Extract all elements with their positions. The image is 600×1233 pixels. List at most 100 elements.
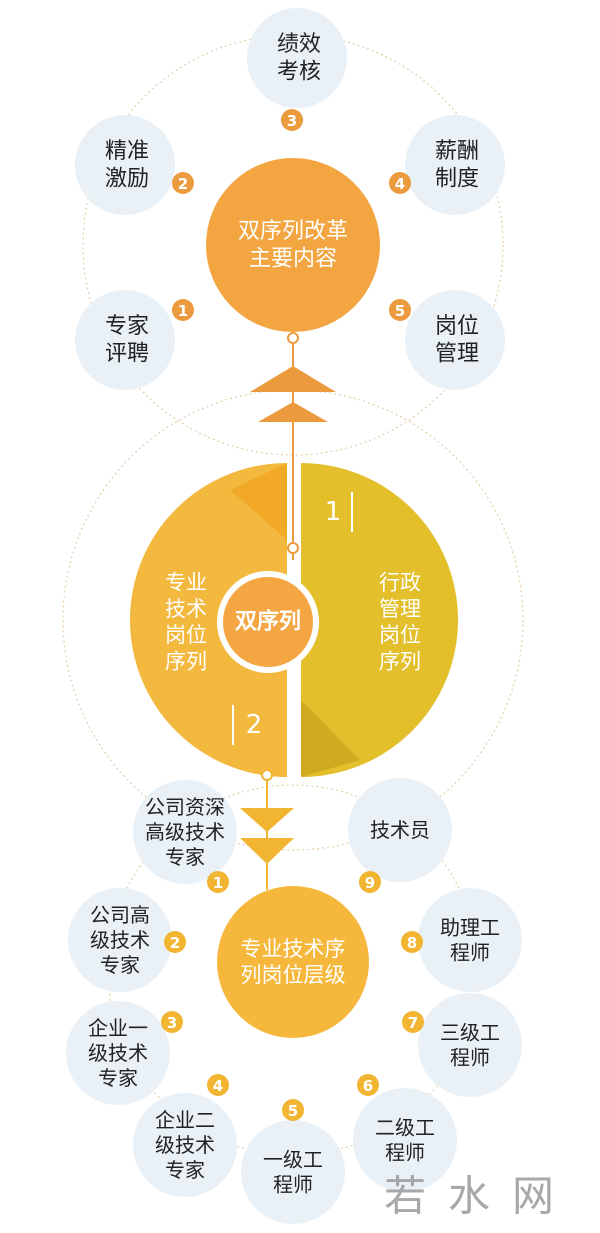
left-half-shade bbox=[230, 463, 287, 540]
reform-center-label: 主要内容 bbox=[249, 246, 337, 271]
number-badge-label: 8 bbox=[407, 934, 417, 952]
level-item-bubble bbox=[418, 888, 522, 992]
arrow-up-icon bbox=[258, 402, 328, 422]
professional-sequence-label: 序列 bbox=[165, 649, 207, 673]
connector-dot bbox=[287, 332, 299, 344]
levels-center-label: 专业技术序 bbox=[241, 937, 346, 961]
professional-sequence-label: 专业 bbox=[165, 571, 207, 595]
professional-sequence-label: 技术 bbox=[165, 597, 207, 621]
number-badge bbox=[172, 299, 194, 321]
professional-sequence-label: 岗位 bbox=[165, 623, 207, 647]
number-badge bbox=[207, 871, 229, 893]
dotted-ring bbox=[62, 389, 524, 851]
reform-item-label: 岗位 bbox=[435, 314, 479, 339]
level-item-bubble bbox=[68, 888, 172, 992]
reform-item-bubble bbox=[75, 115, 175, 215]
number-badge bbox=[357, 1074, 379, 1096]
level-item-bubble bbox=[133, 780, 237, 884]
number-badge bbox=[172, 172, 194, 194]
administrative-sequence-label: 管理 bbox=[379, 597, 421, 621]
number-badge bbox=[402, 1011, 424, 1033]
level-item-label: 技术员 bbox=[370, 818, 430, 842]
dual-center-label: 双序列 bbox=[235, 609, 301, 635]
reform-item-bubble bbox=[247, 8, 347, 108]
number-badge bbox=[282, 1099, 304, 1121]
reform-item-label: 专家 bbox=[105, 314, 149, 339]
level-item-bubble bbox=[353, 1088, 457, 1192]
number-badge bbox=[207, 1074, 229, 1096]
arrow-down-icon bbox=[240, 838, 294, 864]
level-item-bubble bbox=[348, 778, 452, 882]
level-item-bubble bbox=[133, 1093, 237, 1197]
number-badge-label: 3 bbox=[167, 1014, 177, 1032]
number-badge-label: 5 bbox=[395, 302, 405, 320]
number-badge-label: 5 bbox=[288, 1102, 298, 1120]
number-badge-label: 4 bbox=[213, 1077, 223, 1095]
level-item-label: 助理工 bbox=[440, 916, 500, 940]
reform-center-label: 双序列改革 bbox=[238, 219, 348, 244]
level-item-label: 企业一 bbox=[88, 1016, 148, 1040]
reform-center-circle bbox=[206, 158, 380, 332]
number-badge-label: 3 bbox=[287, 112, 297, 130]
connector-dot bbox=[261, 769, 273, 781]
reform-item-bubble bbox=[405, 290, 505, 390]
level-item-label: 专家 bbox=[165, 845, 205, 869]
administrative-number: 1 bbox=[325, 497, 342, 527]
level-item-label: 专家 bbox=[165, 1158, 205, 1182]
number-badge-label: 2 bbox=[170, 934, 180, 952]
level-item-label: 程师 bbox=[450, 1046, 490, 1070]
level-item-bubble bbox=[241, 1120, 345, 1224]
number-badge bbox=[161, 1011, 183, 1033]
administrative-sequence-label: 岗位 bbox=[379, 623, 421, 647]
number-badge-label: 1 bbox=[178, 302, 188, 320]
number-badge-label: 9 bbox=[365, 874, 375, 892]
number-badge bbox=[281, 109, 303, 131]
connector-dot bbox=[287, 542, 299, 554]
professional-number: 2 bbox=[246, 710, 263, 740]
reform-item-label: 薪酬 bbox=[435, 139, 479, 164]
levels-center-circle bbox=[217, 886, 369, 1038]
number-badge-label: 7 bbox=[408, 1014, 418, 1032]
arrow-down-icon bbox=[240, 808, 294, 832]
level-item-label: 级技术 bbox=[155, 1133, 215, 1157]
level-item-label: 企业二 bbox=[155, 1108, 215, 1132]
level-item-label: 一级工 bbox=[263, 1148, 323, 1172]
level-item-label: 程师 bbox=[273, 1173, 313, 1197]
number-badge bbox=[164, 931, 186, 953]
reform-item-bubble bbox=[75, 290, 175, 390]
number-badge-label: 1 bbox=[213, 874, 223, 892]
level-item-label: 公司高 bbox=[90, 903, 150, 927]
level-item-label: 三级工 bbox=[440, 1021, 500, 1045]
reform-item-label: 绩效 bbox=[277, 32, 321, 57]
watermark-logo: 若水网 bbox=[384, 1172, 576, 1221]
level-item-label: 程师 bbox=[385, 1141, 425, 1165]
level-item-label: 公司资深 bbox=[145, 795, 225, 819]
number-badge bbox=[401, 931, 423, 953]
level-item-bubble bbox=[418, 993, 522, 1097]
reform-item-bubble bbox=[405, 115, 505, 215]
level-item-label: 程师 bbox=[450, 941, 490, 965]
number-badge-label: 4 bbox=[395, 175, 405, 193]
number-badge bbox=[389, 299, 411, 321]
number-badge-label: 6 bbox=[363, 1077, 373, 1095]
right-half-administrative bbox=[301, 463, 458, 777]
level-item-label: 专家 bbox=[100, 953, 140, 977]
reform-item-label: 精准 bbox=[105, 139, 149, 164]
number-badge-label: 2 bbox=[178, 175, 188, 193]
arrow-up-icon bbox=[250, 366, 336, 392]
level-item-label: 级技术 bbox=[90, 928, 150, 952]
administrative-sequence-label: 序列 bbox=[379, 649, 421, 673]
reform-item-label: 制度 bbox=[435, 166, 479, 191]
number-badge bbox=[389, 172, 411, 194]
level-item-label: 专家 bbox=[98, 1066, 138, 1090]
right-half-shade bbox=[301, 700, 360, 777]
level-item-label: 高级技术 bbox=[145, 820, 225, 844]
level-item-bubble bbox=[66, 1001, 170, 1105]
reform-item-label: 考核 bbox=[277, 59, 321, 84]
administrative-sequence-label: 行政 bbox=[379, 571, 421, 595]
dotted-ring bbox=[82, 34, 504, 456]
reform-item-label: 管理 bbox=[435, 341, 479, 366]
reform-item-label: 评聘 bbox=[105, 341, 149, 366]
